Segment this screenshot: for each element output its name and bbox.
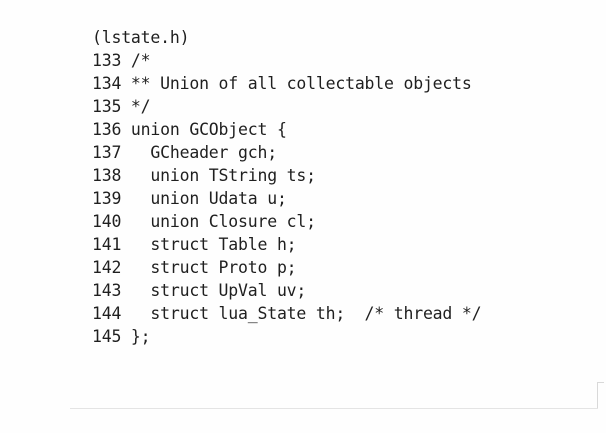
line-number: 137 <box>92 143 122 162</box>
frame-edge <box>597 382 604 409</box>
source-filename: (lstate.h) <box>92 28 190 47</box>
code-listing: (lstate.h) 133 /*134 ** Union of all col… <box>92 26 482 348</box>
code-text: struct UpVal uv; <box>121 281 307 300</box>
line-number: 140 <box>92 212 122 231</box>
divider <box>70 408 598 409</box>
code-line: 138 union TString ts; <box>92 164 481 187</box>
code-text: union GCObject { <box>121 120 287 139</box>
code-text: }; <box>121 327 151 346</box>
code-line: 136 union GCObject { <box>92 118 481 141</box>
line-number: 142 <box>92 258 122 277</box>
line-number: 136 <box>92 120 122 139</box>
code-text: struct Proto p; <box>121 258 297 277</box>
code-line: 135 */ <box>92 95 481 118</box>
code-lines: 133 /*134 ** Union of all collectable ob… <box>92 49 482 348</box>
code-text: */ <box>121 97 151 116</box>
code-text: /* <box>121 51 151 70</box>
line-number: 138 <box>92 166 122 185</box>
code-line: 134 ** Union of all collectable objects <box>92 72 481 95</box>
cut-off-paragraph <box>92 424 592 433</box>
code-text: struct Table h; <box>121 235 297 254</box>
line-number: 134 <box>92 74 122 93</box>
code-line: 144 struct lua_State th; /* thread */ <box>92 302 482 325</box>
code-line: 137 GCheader gch; <box>92 141 481 164</box>
code-line: 143 struct UpVal uv; <box>92 279 481 302</box>
code-line: 133 /* <box>92 49 481 72</box>
line-number: 139 <box>92 189 122 208</box>
line-number: 143 <box>92 281 122 300</box>
code-text: struct lua_State th; /* thread */ <box>121 304 482 323</box>
code-line: 141 struct Table h; <box>92 233 481 256</box>
code-line: 142 struct Proto p; <box>92 256 481 279</box>
line-number: 145 <box>92 327 122 346</box>
code-line: 139 union Udata u; <box>92 187 481 210</box>
code-text: ** Union of all collectable objects <box>121 74 472 93</box>
code-line: 145 }; <box>92 325 481 348</box>
code-line: 140 union Closure cl; <box>92 210 481 233</box>
line-number: 135 <box>92 97 122 116</box>
code-text: union TString ts; <box>121 166 316 185</box>
line-number: 141 <box>92 235 122 254</box>
line-number: 133 <box>92 51 122 70</box>
line-number: 144 <box>92 304 122 323</box>
code-text: union Udata u; <box>121 189 287 208</box>
code-text: GCheader gch; <box>121 143 277 162</box>
code-text: union Closure cl; <box>121 212 316 231</box>
